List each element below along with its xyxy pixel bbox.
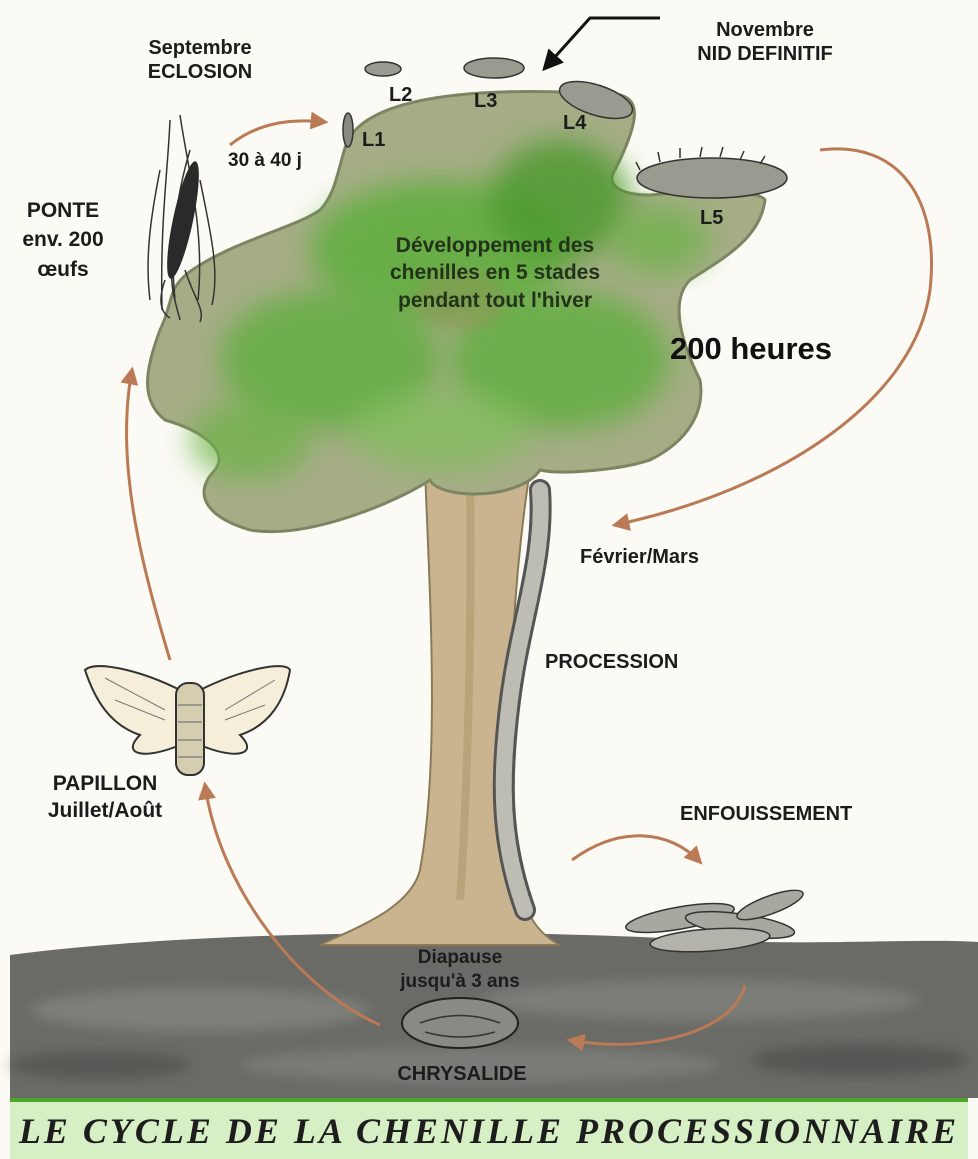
stage-label-l1: L1 xyxy=(362,128,385,152)
stage-label-l2: L2 xyxy=(389,83,412,107)
label-diapause: Diapause jusqu'à 3 ans xyxy=(370,946,550,994)
arrow-to-enfouissement xyxy=(572,836,700,862)
stage-label-l5: L5 xyxy=(700,206,723,230)
chrysalis xyxy=(402,998,518,1048)
larva-l1 xyxy=(343,113,353,147)
larva-l3 xyxy=(464,58,524,78)
nest-pointer-arrow xyxy=(545,18,660,68)
label-duration: 30 à 40 j xyxy=(228,150,302,173)
label-nest: Novembre NID DEFINITIF xyxy=(660,18,870,66)
arrow-ponte-to-eclosion xyxy=(230,121,325,145)
life-cycle-illustration xyxy=(0,0,978,1100)
label-ponte: PONTE env. 200 œufs xyxy=(4,196,122,284)
larva-l2 xyxy=(365,62,401,76)
label-eclosion: Septembre ECLOSION xyxy=(120,36,280,84)
label-development: Développement des chenilles en 5 stades … xyxy=(345,232,645,314)
diagram-title: LE CYCLE DE LA CHENILLE PROCESSIONNAIRE xyxy=(10,1110,968,1152)
label-chrysalide: CHRYSALIDE xyxy=(382,1062,542,1086)
label-papillon: PAPILLON Juillet/Août xyxy=(10,770,200,825)
stage-label-l3: L3 xyxy=(474,89,497,113)
label-hours: 200 heures xyxy=(670,330,832,367)
larva-l5 xyxy=(637,158,787,198)
stage-label-l4: L4 xyxy=(563,111,586,135)
label-procession: PROCESSION xyxy=(545,650,678,674)
title-band: LE CYCLE DE LA CHENILLE PROCESSIONNAIRE xyxy=(10,1098,968,1159)
label-fevrier-mars: Février/Mars xyxy=(580,545,699,569)
label-enfouissement: ENFOUISSEMENT xyxy=(680,802,852,826)
moth xyxy=(85,666,290,775)
